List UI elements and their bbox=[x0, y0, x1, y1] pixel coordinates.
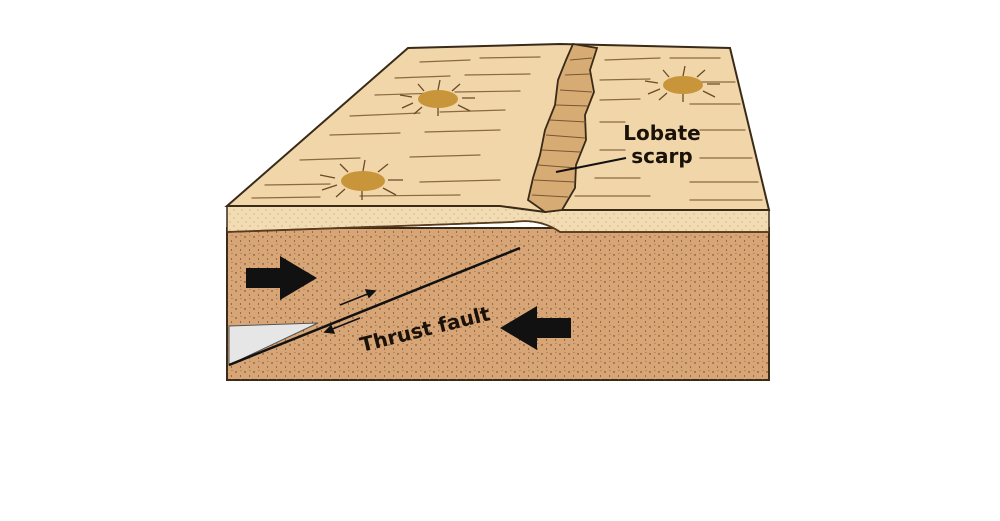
crater bbox=[399, 79, 475, 116]
crater bbox=[319, 159, 403, 200]
lobate-scarp bbox=[526, 42, 599, 213]
compression-arrow-left-icon bbox=[500, 306, 571, 350]
thrust-fault-line bbox=[228, 246, 521, 367]
basal-wedge bbox=[228, 322, 319, 366]
scarp-leader-line bbox=[555, 157, 627, 173]
crust-cross-section bbox=[226, 227, 770, 381]
lobate-label-line2: scarp bbox=[631, 144, 692, 168]
slip-direction-arrows-icon bbox=[323, 289, 377, 334]
planet-surface bbox=[224, 42, 771, 214]
crater bbox=[644, 65, 720, 102]
lobate-label-line1: Lobate bbox=[623, 121, 700, 145]
compression-arrow-right-icon bbox=[246, 256, 317, 300]
upper-layer bbox=[226, 205, 770, 233]
